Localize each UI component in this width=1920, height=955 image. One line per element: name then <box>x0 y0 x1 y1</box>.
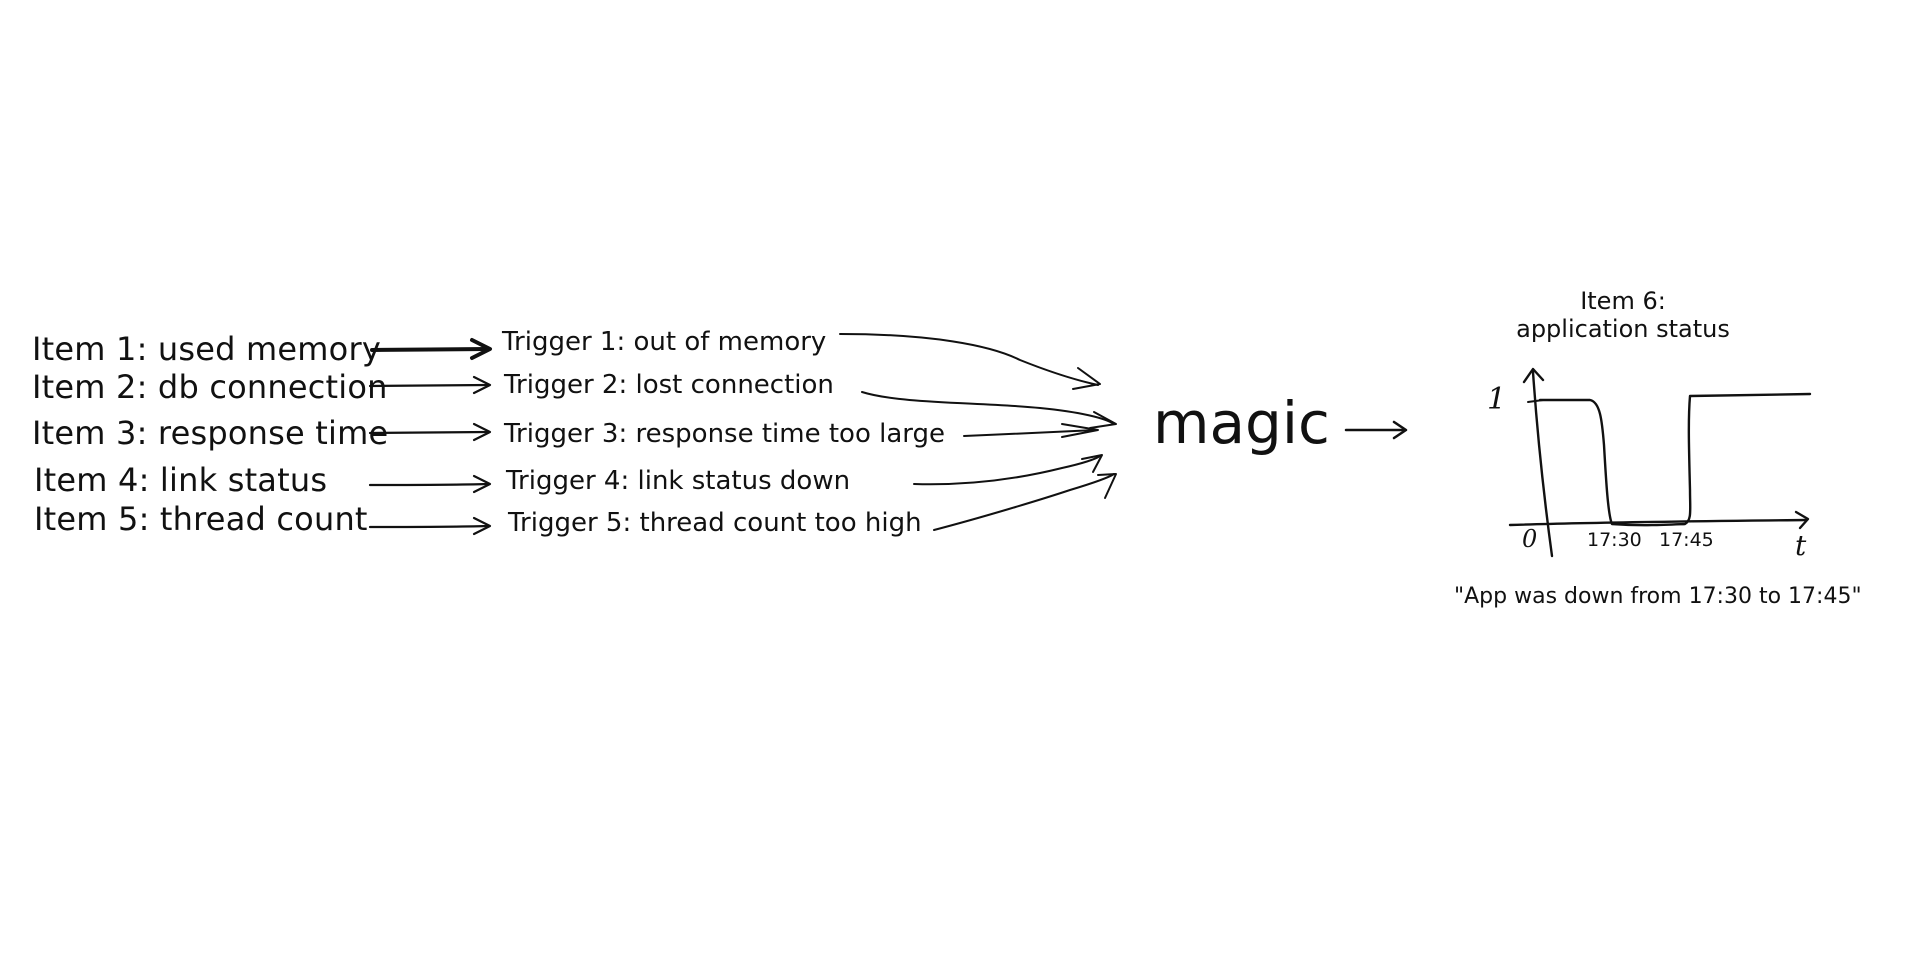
item-arrow-3 <box>368 422 492 442</box>
status-caption: "App was down from 17:30 to 17:45" <box>1454 584 1862 609</box>
trigger-arrow-5 <box>933 473 1117 531</box>
status-chart-axes <box>1508 367 1810 558</box>
origin-label: 0 <box>1522 525 1538 553</box>
trigger-label-2: Trigger 2: lost connection <box>504 370 834 400</box>
item-label-1: Item 1: used memory <box>32 330 381 368</box>
x-tick-label-1745: 17:45 <box>1659 529 1714 551</box>
trigger-label-5: Trigger 5: thread count too high <box>508 508 922 538</box>
item-label-5: Item 5: thread count <box>34 500 368 538</box>
x-axis-arrowhead <box>1794 510 1810 530</box>
item-arrow-5 <box>368 516 492 536</box>
x-axis-label: t <box>1795 529 1807 562</box>
y-axis <box>1531 370 1554 558</box>
trigger-arrow-2 <box>861 391 1117 429</box>
item-label-4: Item 4: link status <box>34 461 328 499</box>
item-label-2: Item 2: db connection <box>32 368 388 406</box>
item-arrow-1 <box>370 338 492 360</box>
magic-arrow <box>1344 420 1408 440</box>
y-axis-arrowhead <box>1522 367 1545 384</box>
x-axis <box>1508 518 1808 527</box>
item-arrow-4 <box>368 474 492 494</box>
item-arrow-2 <box>368 375 492 395</box>
status-chart-title: Item 6: application status <box>1508 287 1738 343</box>
item-label-3: Item 3: response time <box>32 414 389 452</box>
magic-label: magic <box>1153 389 1330 457</box>
status-chart-title-line1: Item 6: <box>1580 287 1666 315</box>
trigger-arrow-4 <box>913 454 1103 486</box>
status-chart-title-line2: application status <box>1516 314 1730 343</box>
trigger-label-1: Trigger 1: out of memory <box>502 327 827 357</box>
trigger-arrow-1 <box>839 333 1101 390</box>
status-series-line <box>1538 392 1812 527</box>
trigger-label-4: Trigger 4: link status down <box>506 466 851 496</box>
trigger-label-3: Trigger 3: response time too large <box>504 419 946 449</box>
trigger-arrow-3 <box>963 423 1099 438</box>
x-tick-label-1730: 17:30 <box>1587 529 1642 551</box>
y-tick-label-1: 1 <box>1487 382 1507 417</box>
